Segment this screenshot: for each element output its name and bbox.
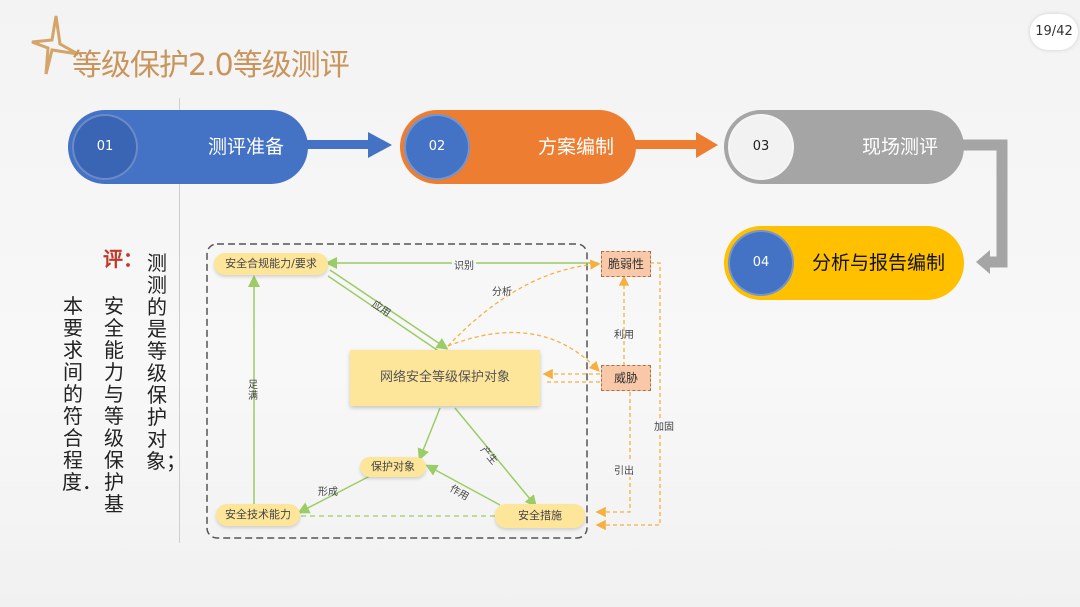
page-number: 19/42 — [1030, 14, 1078, 50]
edge-exploit: 利用 — [614, 330, 634, 341]
star-icon — [31, 15, 79, 75]
step-4-number: 04 — [728, 230, 794, 296]
edge-identify: 识别 — [452, 257, 476, 272]
node-measures: 安全措施 — [495, 504, 585, 528]
step-4-label: 分析与报告编制 — [812, 252, 946, 274]
node-vulnerability: 脆弱性 — [601, 251, 651, 277]
edge-reinforce: 加固 — [654, 418, 674, 433]
step-2: 02 方案编制 — [400, 110, 636, 184]
edge-analyze: 分析 — [492, 287, 512, 298]
edge-induce: 引出 — [614, 462, 634, 477]
step-1: 01 测评准备 — [68, 110, 308, 184]
node-compliance: 安全合规能力/要求 — [214, 253, 328, 275]
definition-col-1: 测测的是等级保护对象； — [146, 251, 186, 473]
step-1-label: 测评准备 — [208, 136, 285, 158]
step-4: 04 分析与报告编制 — [724, 226, 964, 300]
step-2-label: 方案编制 — [538, 136, 615, 158]
step-2-number: 02 — [404, 114, 470, 180]
node-center: 网络安全等级保护对象 — [350, 350, 540, 406]
edge-satisfy: 足满 — [248, 380, 258, 402]
step-3-label: 现场测评 — [862, 136, 939, 158]
slide-title: 等级保护2.0等级测评 — [72, 48, 350, 83]
edge-form: 形成 — [318, 487, 338, 498]
node-threat: 威胁 — [601, 365, 651, 391]
step-3-number: 03 — [728, 114, 794, 180]
divider — [179, 98, 180, 543]
node-tech-capability: 安全技术能力 — [216, 504, 300, 526]
step-3: 03 现场测评 — [724, 110, 964, 184]
step-1-number: 01 — [72, 114, 138, 180]
node-protect-object: 保护对象 — [360, 457, 426, 477]
definition-col-2: 安全能力与等级保护基 — [104, 294, 124, 516]
